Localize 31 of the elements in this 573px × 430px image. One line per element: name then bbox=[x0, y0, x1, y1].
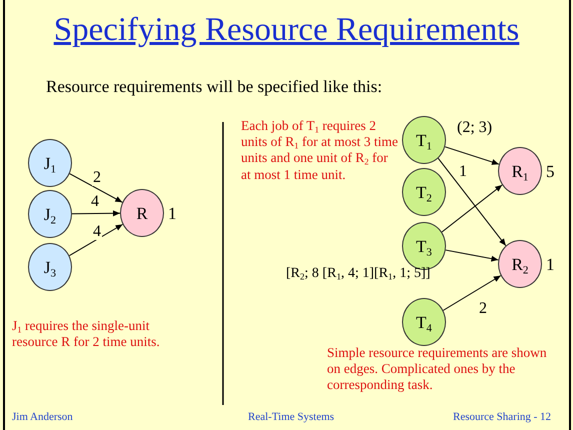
circle-node: R$_{1}$ bbox=[498, 147, 542, 195]
circle-node: T$_{1}$ bbox=[402, 116, 446, 164]
capacity-label: 1 bbox=[546, 255, 554, 275]
edge-label: 4 bbox=[92, 224, 102, 240]
slide-title: Specifying Resource Requirements bbox=[54, 12, 520, 48]
circle-node: T$_{4}$ bbox=[402, 298, 446, 346]
circle-node: J$_{2}$ bbox=[28, 190, 72, 238]
circle-node: T$_{2}$ bbox=[402, 168, 446, 216]
circle-node: J$_{1}$ bbox=[28, 139, 72, 187]
circle-node: J$_{3}$ bbox=[28, 243, 72, 291]
arrow bbox=[72, 210, 120, 216]
capacity-label: 5 bbox=[546, 162, 554, 182]
capacity-label: 1 bbox=[168, 204, 176, 224]
arrow bbox=[444, 146, 500, 165]
note-text: J$_{1}$ requires the single-unit resource R for 2 time units. bbox=[12, 318, 161, 350]
arrow bbox=[69, 173, 123, 203]
note-text: Each job of T$_{1}$ requires 2 units of R$_{1}$ for at most 3 time units and one unit of R$_{2}$ for at most 1 time unit. bbox=[241, 118, 399, 183]
edge-label: (2; 3) bbox=[456, 120, 494, 136]
footer-course: Real-Time Systems bbox=[248, 411, 334, 423]
edge-label: 2 bbox=[92, 170, 102, 186]
circle-node: R$_{2}$ bbox=[498, 240, 542, 288]
arrow bbox=[438, 158, 506, 246]
circle-node: R bbox=[120, 189, 164, 237]
intro-text: Resource requirements will be specified like this: bbox=[46, 77, 384, 97]
arrow bbox=[442, 275, 502, 311]
footer-author: Jim Anderson bbox=[12, 411, 73, 423]
arrow bbox=[445, 250, 499, 262]
note-text: Simple resource requirements are shown on edges. Complicated ones by the corresponding task. bbox=[327, 345, 548, 394]
footer-section: Resource Sharing - 12 bbox=[453, 411, 552, 423]
arrow bbox=[68, 224, 124, 256]
arrow bbox=[441, 184, 503, 233]
